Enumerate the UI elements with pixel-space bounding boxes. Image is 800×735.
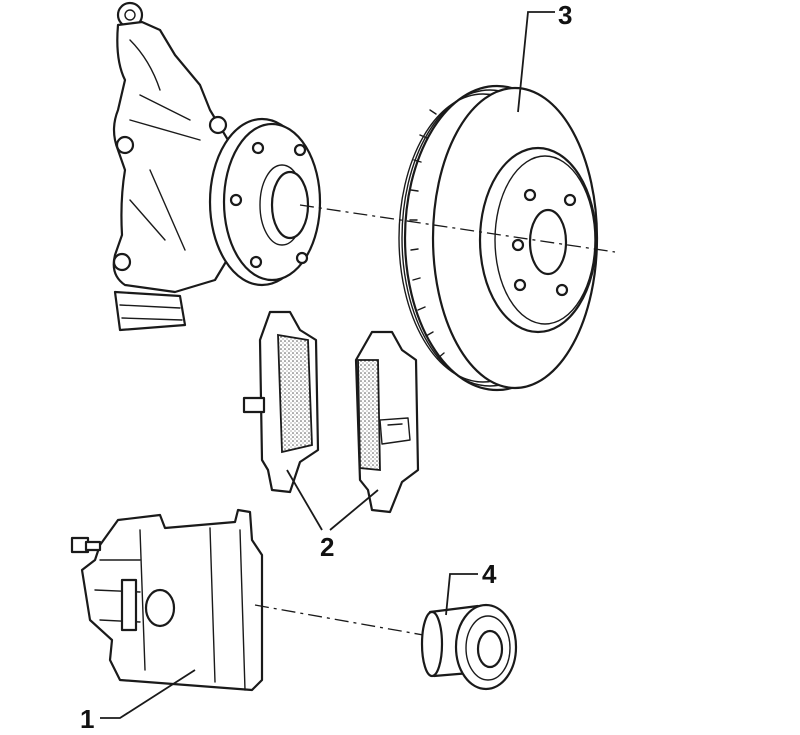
leader-line-2b <box>329 489 379 531</box>
label-caliper: 1 <box>80 704 94 734</box>
label-pads: 2 <box>320 532 334 562</box>
leader-line-1 <box>100 669 196 719</box>
label-disc: 3 <box>558 0 572 30</box>
caliper-guide-center-line <box>254 604 441 639</box>
guide-bush <box>420 603 518 691</box>
brake-pad-outer <box>354 330 420 514</box>
wheel-hub <box>208 117 322 287</box>
brake-disc <box>398 84 599 392</box>
leader-line-2a <box>286 469 323 531</box>
label-guide: 4 <box>482 559 497 589</box>
brake-caliper <box>70 508 264 692</box>
steering-knuckle <box>112 1 232 332</box>
leader-line-4 <box>445 573 478 616</box>
leader-line-3 <box>517 11 555 113</box>
brake-pad-inner <box>242 310 320 494</box>
